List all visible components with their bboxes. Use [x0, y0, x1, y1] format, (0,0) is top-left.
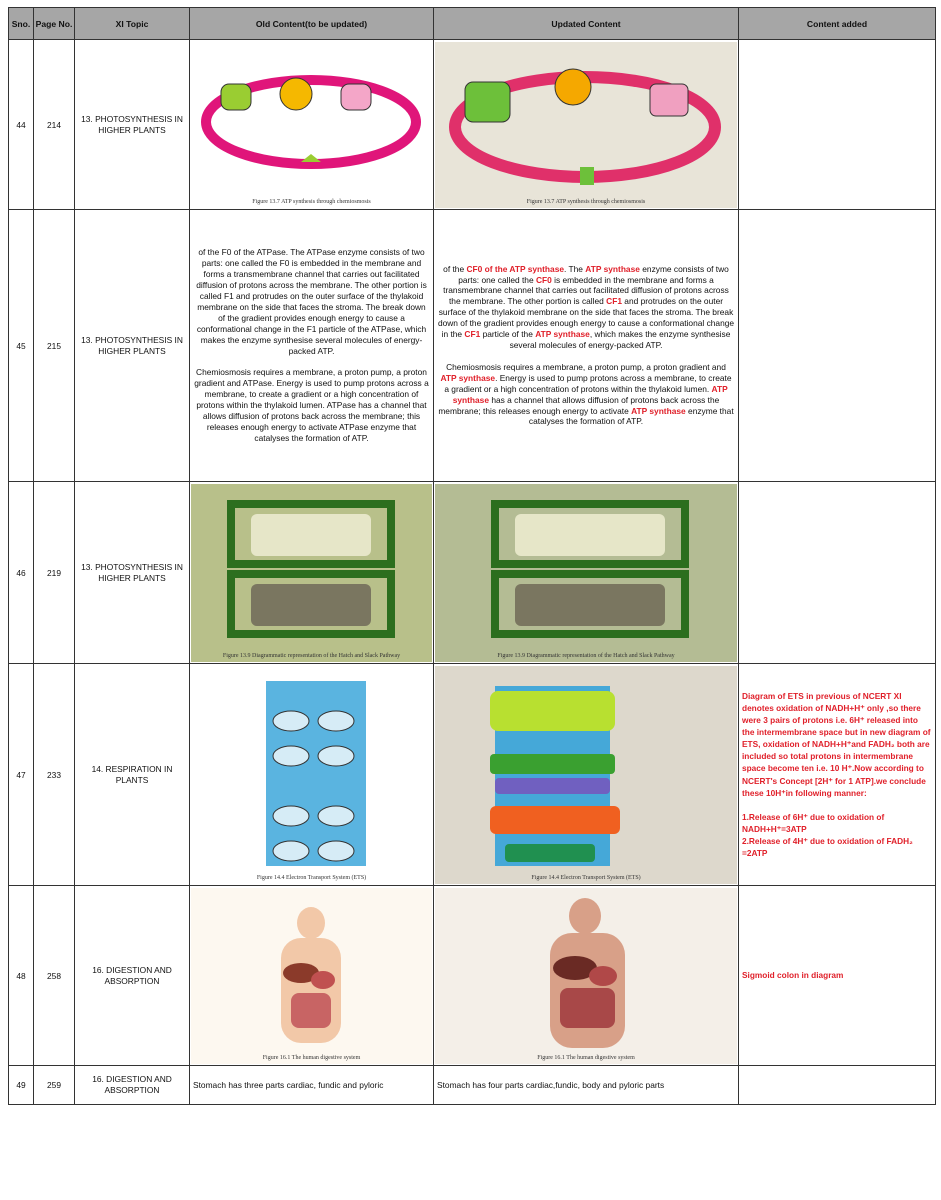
highlighted-term: CF0 of the ATP synthase: [466, 263, 565, 274]
text-segment: enzyme consists of two parts: one called…: [458, 263, 729, 285]
figure-caption: Figure 13.9 Diagrammatic representation …: [497, 652, 675, 659]
header-topic: XI Topic: [74, 7, 190, 40]
updated-content: Figure 13.9 Diagrammatic representation …: [433, 481, 739, 664]
added-note: Diagram of ETS in previous of NCERT XI d…: [742, 691, 931, 798]
updated-paragraph-1: of the CF0 of the ATP synthase. The ATP …: [437, 264, 735, 351]
content-added: [738, 1065, 936, 1105]
table-row: 45 215 13. PHOTOSYNTHESIS IN HIGHER PLAN…: [8, 209, 936, 482]
topic: 13. PHOTOSYNTHESIS IN HIGHER PLANTS: [74, 481, 190, 664]
digestive-system-diagram-updated: Figure 16.1 The human digestive system: [435, 887, 737, 1064]
content-added: [738, 39, 936, 210]
text-segment: , which makes the enzyme synthesise seve…: [509, 329, 731, 351]
topic: 16. DIGESTION AND ABSORPTION: [74, 1065, 190, 1105]
text-segment: particle of the: [480, 329, 536, 340]
content-added: [738, 209, 936, 482]
updated-content: Figure 14.4 Electron Transport System (E…: [433, 663, 739, 886]
ets-diagram-updated: Figure 14.4 Electron Transport System (E…: [435, 665, 737, 884]
updated-content: of the CF0 of the ATP synthase. The ATP …: [433, 209, 739, 482]
sno: 48: [8, 885, 34, 1066]
sno: 45: [8, 209, 34, 482]
figure-caption: Figure 16.1 The human digestive system: [537, 1054, 635, 1061]
hatch-slack-diagram-old: Figure 13.9 Diagrammatic representation …: [191, 483, 432, 662]
hatch-slack-diagram-updated: Figure 13.9 Diagrammatic representation …: [435, 483, 737, 662]
page-no: 233: [33, 663, 75, 886]
sno: 47: [8, 663, 34, 886]
topic: 14. RESPIRATION IN PLANTS: [74, 663, 190, 886]
old-content: Figure 13.7 ATP synthesis through chemio…: [189, 39, 434, 210]
table-row: 47 233 14. RESPIRATION IN PLANTS Figure …: [8, 663, 936, 886]
figure-caption: Figure 13.7 ATP synthesis through chemio…: [252, 198, 371, 205]
sno: 46: [8, 481, 34, 664]
page-no: 219: [33, 481, 75, 664]
sno: 49: [8, 1065, 34, 1105]
highlighted-term: ATP synthase: [585, 263, 640, 274]
old-paragraph-1: of the F0 of the ATPase. The ATPase enzy…: [196, 247, 427, 356]
content-added: [738, 481, 936, 664]
content-added: Sigmoid colon in diagram: [738, 885, 936, 1066]
updated-content: Figure 16.1 The human digestive system: [433, 885, 739, 1066]
atp-synthesis-diagram-old: Figure 13.7 ATP synthesis through chemio…: [191, 41, 432, 208]
old-content: Figure 16.1 The human digestive system: [189, 885, 434, 1066]
figure-caption: Figure 16.1 The human digestive system: [262, 1054, 361, 1061]
table-row: 44 214 13. PHOTOSYNTHESIS IN HIGHER PLAN…: [8, 39, 936, 210]
header-added: Content added: [738, 7, 936, 40]
old-paragraph-2: Chemiosmosis requires a membrane, a prot…: [194, 367, 429, 443]
table-row: 46 219 13. PHOTOSYNTHESIS IN HIGHER PLAN…: [8, 481, 936, 664]
atp-synthesis-diagram-updated: Figure 13.7 ATP synthesis through chemio…: [435, 41, 737, 208]
text-segment: enzyme that catalyses the formation of A…: [528, 405, 734, 427]
old-content: Stomach has three parts cardiac, fundic …: [189, 1065, 434, 1105]
ets-diagram-old: Figure 14.4 Electron Transport System (E…: [191, 665, 432, 884]
highlighted-term: ATP synthase: [440, 372, 496, 383]
figure-caption: Figure 13.9 Diagrammatic representation …: [222, 652, 401, 659]
old-content: Figure 13.9 Diagrammatic representation …: [189, 481, 434, 664]
topic: 13. PHOTOSYNTHESIS IN HIGHER PLANTS: [74, 209, 190, 482]
highlighted-term: ATP synthase: [631, 405, 686, 416]
header-row: Sno. Page No. XI Topic Old Content(to be…: [8, 7, 936, 40]
text-segment: and protrudes on the outer surface of th…: [437, 296, 735, 340]
text-segment: . The: [564, 263, 586, 274]
added-note: 2.Release of 4H⁺ due to oxidation of FAD…: [742, 835, 913, 858]
text-segment: Chemiosmosis requires a membrane, a prot…: [446, 361, 726, 372]
changes-table: Sno. Page No. XI Topic Old Content(to be…: [8, 7, 936, 1105]
highlighted-term: CF0: [535, 274, 552, 285]
figure-caption: Figure 14.4 Electron Transport System (E…: [531, 874, 641, 881]
figure-caption: Figure 13.7 ATP synthesis through chemio…: [526, 198, 646, 205]
updated-paragraph-2: Chemiosmosis requires a membrane, a prot…: [437, 362, 735, 428]
topic: 13. PHOTOSYNTHESIS IN HIGHER PLANTS: [74, 39, 190, 210]
text-segment: has a channel that allows diffusion of p…: [438, 394, 720, 416]
topic: 16. DIGESTION AND ABSORPTION: [74, 885, 190, 1066]
table-row: 48 258 16. DIGESTION AND ABSORPTION Figu…: [8, 885, 936, 1066]
header-updated: Updated Content: [433, 7, 739, 40]
text-segment: . Energy is used to pump protons across …: [444, 372, 732, 394]
highlighted-term: CF1: [464, 329, 481, 340]
old-content: of the F0 of the ATPase. The ATPase enzy…: [189, 209, 434, 482]
updated-content: Figure 13.7 ATP synthesis through chemio…: [433, 39, 739, 210]
highlighted-term: ATP synthase: [452, 383, 728, 405]
text-segment: is embedded in the membrane and forms a …: [443, 274, 729, 307]
sno: 44: [8, 39, 34, 210]
content-added: Diagram of ETS in previous of NCERT XI d…: [738, 663, 936, 886]
header-page: Page No.: [33, 7, 75, 40]
added-note: 1.Release of 6H⁺ due to oxidation of NAD…: [742, 811, 885, 834]
page-no: 214: [33, 39, 75, 210]
page-no: 259: [33, 1065, 75, 1105]
header-old: Old Content(to be updated): [189, 7, 434, 40]
highlighted-term: ATP synthase: [535, 329, 590, 340]
figure-caption: Figure 14.4 Electron Transport System (E…: [256, 874, 367, 881]
page-no: 215: [33, 209, 75, 482]
table-row: 49 259 16. DIGESTION AND ABSORPTION Stom…: [8, 1065, 936, 1105]
page-no: 258: [33, 885, 75, 1066]
highlighted-term: CF1: [606, 296, 622, 307]
text-segment: of the: [443, 263, 467, 274]
header-sno: Sno.: [8, 7, 34, 40]
updated-content: Stomach has four parts cardiac,fundic, b…: [433, 1065, 739, 1105]
old-content: Figure 14.4 Electron Transport System (E…: [189, 663, 434, 886]
digestive-system-diagram-old: Figure 16.1 The human digestive system: [191, 887, 432, 1064]
